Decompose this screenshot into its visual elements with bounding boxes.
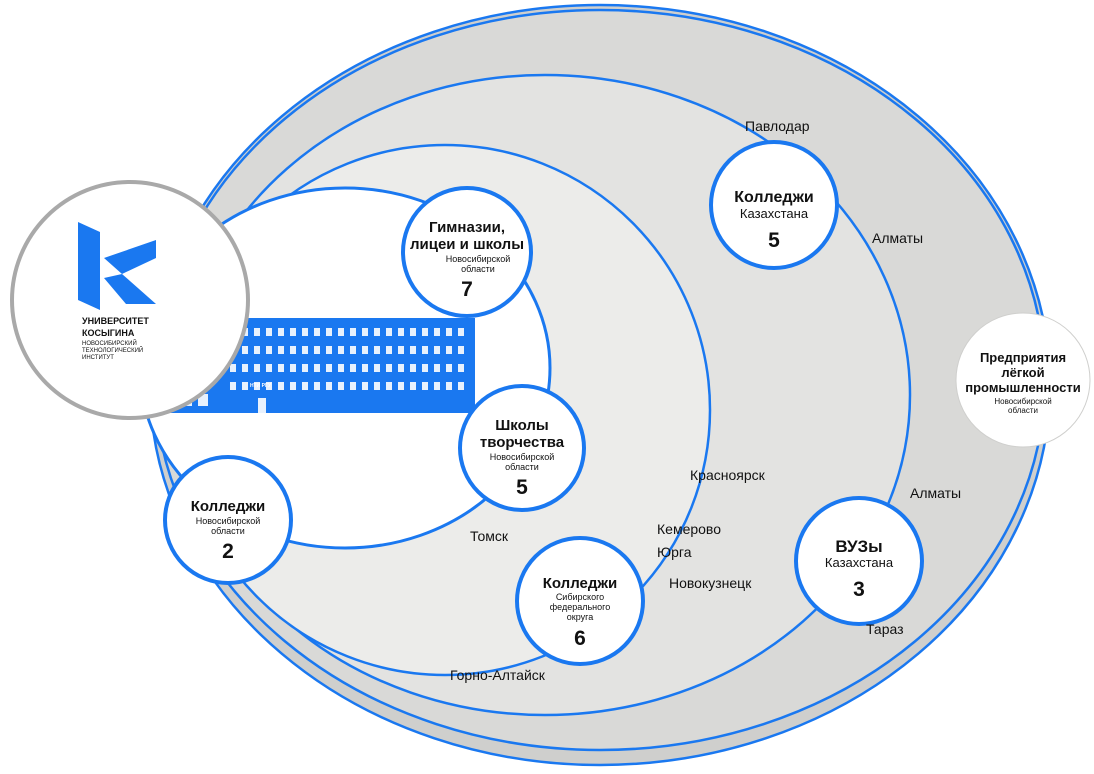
node-gymnasiums: Гимназии, лицеи и школы Новосибирской об…: [401, 186, 533, 318]
building-sign: НТИ РГУ: [250, 383, 272, 389]
city-pavlodar: Павлодар: [745, 118, 810, 134]
node-enterprises: Предприятия лёгкой промышленности Новоси…: [955, 312, 1091, 448]
university-k-logo-icon: [78, 222, 156, 310]
university-logo: УНИВЕРСИТЕТ КОСЫГИНА НОВОСИБИРСКИЙ ТЕХНО…: [10, 180, 250, 420]
node-colleges-kz: Колледжи Казахстана 5: [709, 140, 839, 270]
node-universities-kz-title: ВУЗы: [835, 537, 882, 556]
node-colleges-sfo-sub-3: округа: [567, 612, 593, 622]
node-colleges-kz-title: Колледжи: [734, 189, 814, 206]
node-enterprises-sub-2: области: [1008, 406, 1038, 415]
node-universities-kz-count: 3: [853, 578, 865, 601]
node-gymnasiums-count: 7: [461, 278, 473, 301]
logo-line-1: УНИВЕРСИТЕТ: [82, 316, 149, 326]
node-universities-kz-sub-1: Казахстана: [825, 555, 894, 570]
node-enterprises-title-1: Предприятия: [980, 350, 1066, 365]
city-almaty-mid: Алматы: [910, 485, 961, 501]
node-art-schools-title-2: творчества: [480, 434, 565, 451]
node-enterprises-title-3: промышленности: [965, 380, 1081, 395]
node-colleges-nso-count: 2: [222, 540, 234, 563]
node-colleges-sfo-sub-2: федерального: [550, 602, 611, 612]
node-art-schools-sub-1: Новосибирской: [490, 452, 554, 462]
node-colleges-nso-sub-2: области: [211, 526, 245, 536]
node-colleges-kz-count: 5: [768, 229, 780, 252]
logo-line-2: КОСЫГИНА: [82, 328, 135, 338]
node-universities-kz: ВУЗы Казахстана 3: [794, 496, 924, 626]
node-colleges-kz-sub-1: Казахстана: [740, 206, 809, 221]
node-art-schools-title-1: Школы: [495, 417, 549, 434]
node-art-schools-sub-2: области: [505, 462, 539, 472]
city-tomsk: Томск: [470, 528, 509, 544]
node-colleges-sfo-count: 6: [574, 627, 586, 650]
node-gymnasiums-title-1: Гимназии,: [429, 219, 505, 236]
node-gymnasiums-sub-1: Новосибирской: [446, 254, 510, 264]
city-yurga: Юрга: [657, 544, 692, 560]
node-gymnasiums-sub-2: области: [461, 264, 495, 274]
node-colleges-sfo-sub-1: Сибирского: [556, 592, 604, 602]
node-gymnasiums-title-2: лицеи и школы: [410, 236, 524, 253]
node-colleges-nso-title: Колледжи: [191, 498, 266, 515]
city-taraz: Тараз: [866, 621, 904, 637]
node-colleges-sfo-title: Колледжи: [543, 575, 618, 592]
node-enterprises-title-2: лёгкой: [1001, 365, 1044, 380]
logo-line-5: ИНСТИТУТ: [82, 355, 114, 361]
city-kemerovo: Кемерово: [657, 521, 721, 537]
city-gorno-altaysk: Горно-Алтайск: [450, 667, 546, 683]
node-enterprises-sub-1: Новосибирской: [994, 397, 1051, 406]
node-art-schools-count: 5: [516, 476, 528, 499]
logo-line-3: НОВОСИБИРСКИЙ: [82, 339, 137, 347]
city-almaty-top: Алматы: [872, 230, 923, 246]
node-colleges-sfo: Колледжи Сибирского федерального округа …: [515, 536, 645, 666]
node-colleges-nso: Колледжи Новосибирской области 2: [163, 455, 293, 585]
city-novokuznetsk: Новокузнецк: [669, 575, 752, 591]
node-colleges-nso-sub-1: Новосибирской: [196, 516, 260, 526]
node-art-schools: Школы творчества Новосибирской области 5: [458, 384, 586, 512]
logo-line-4: ТЕХНОЛОГИЧЕСКИЙ: [82, 346, 143, 354]
city-krasnoyarsk: Красноярск: [690, 467, 766, 483]
